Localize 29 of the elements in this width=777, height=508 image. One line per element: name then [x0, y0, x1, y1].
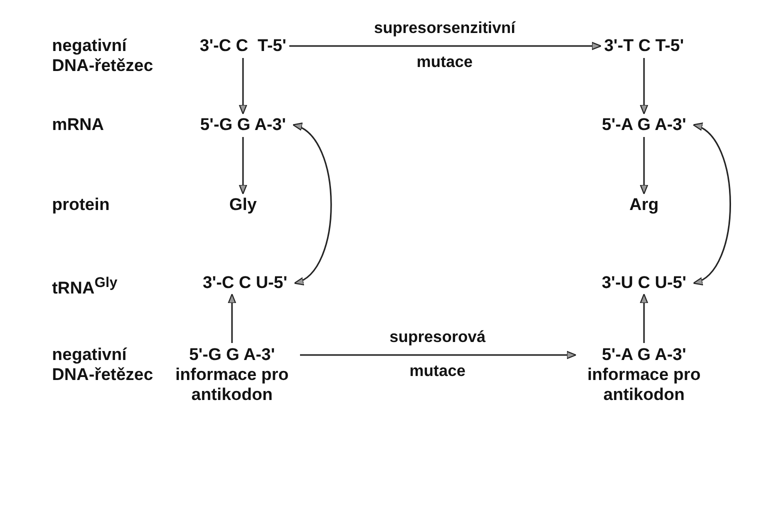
arrow: [292, 124, 332, 284]
sequence-label: 5'-G G A-3': [200, 115, 286, 135]
sequence-label: 5'-A G A-3': [600, 345, 688, 365]
arrow: [289, 42, 602, 50]
sequence-label: 5'-G G A-3': [188, 345, 276, 365]
sequence-label: 3'-T C T-5': [604, 36, 684, 56]
arrow: [640, 294, 648, 343]
arrow: [692, 124, 731, 284]
row-label: mRNA: [52, 115, 105, 135]
sequence-label: Gly: [229, 195, 257, 215]
arrow: [228, 294, 236, 343]
row-label: protein: [52, 195, 111, 215]
row-label: tRNA$^{Gly}$: [52, 274, 118, 299]
arrow: [238, 137, 248, 194]
sequence-label: 3'-C C T-5': [200, 36, 286, 56]
sequence-label: Arg: [629, 195, 659, 215]
arrow: [640, 58, 648, 114]
sequence-label: 3'-U C U-5': [602, 273, 686, 293]
row-label: negativní DNA-řetězec: [52, 345, 154, 385]
edge-label: supresorová mutace: [388, 328, 487, 382]
row-label: negativní DNA-řetězec: [52, 36, 154, 76]
arrow: [300, 350, 576, 360]
sequence-note: informace pro antikodon: [586, 365, 702, 405]
arrow: [238, 58, 248, 114]
sequence-note: informace pro antikodon: [174, 365, 290, 405]
sequence-label: 5'-A G A-3': [602, 115, 686, 135]
arrow: [640, 137, 648, 194]
sequence-label: 3'-C C U-5': [202, 273, 288, 293]
edge-label: supresorsenzitivní mutace: [372, 19, 517, 73]
